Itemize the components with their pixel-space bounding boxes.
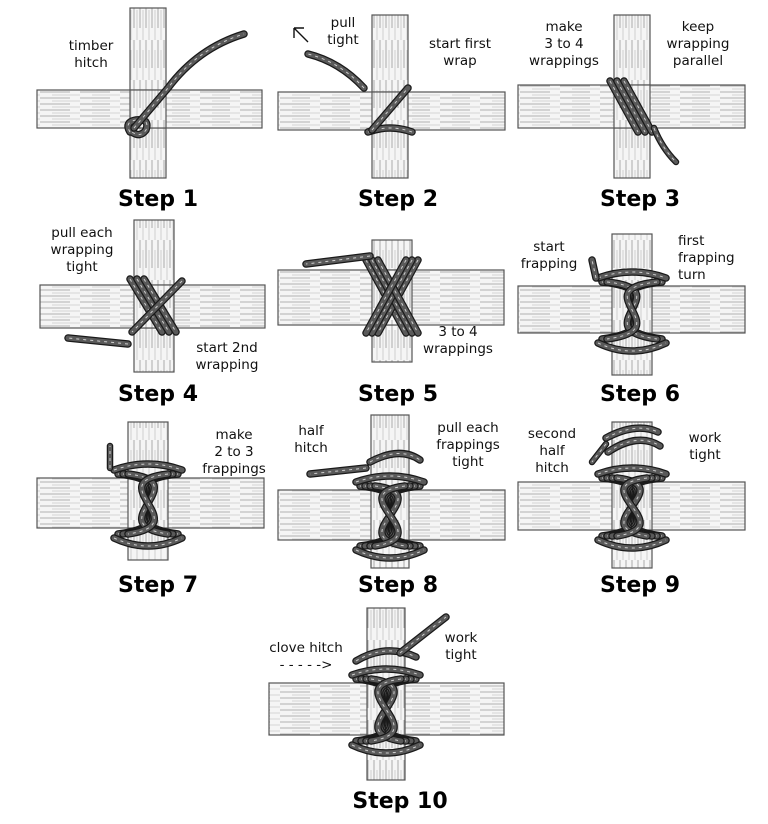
step-1-title: Step 1 — [118, 187, 198, 212]
rope-frap-b1-twist — [606, 281, 658, 340]
step-8-title: Step 8 — [358, 573, 438, 598]
rope-frap-b3 — [372, 483, 408, 549]
rope-start-end-twist — [591, 259, 597, 279]
rope-wrap-2-twist — [623, 80, 653, 133]
step-8-label-half-hitch: half hitch — [294, 423, 328, 456]
rope-wrap-1-twist — [616, 80, 646, 133]
rope-running-end-twist — [399, 616, 447, 654]
step-3-label-make-wrappings: make 3 to 4 wrappings — [529, 19, 599, 69]
step-8-illustration — [277, 414, 506, 569]
rope-frap-b3-twist — [370, 678, 402, 742]
pull-arrow — [293, 27, 309, 43]
step-6-label-start-frapping: start frapping — [520, 239, 578, 272]
step-5-illustration — [277, 239, 505, 363]
rope-wrap-0-twist — [129, 278, 163, 333]
step-8-label-pull-frappings: pull each frappings tight — [436, 420, 500, 470]
step-3-illustration — [517, 14, 746, 179]
rope-tail-twist — [67, 337, 129, 345]
rope-wrap-b1 — [369, 257, 415, 336]
step-4-label-start-2nd: start 2nd wrapping — [195, 340, 259, 373]
step-6-illustration — [517, 233, 746, 376]
step-7-illustration — [36, 421, 265, 561]
step-10-title: Step 10 — [352, 789, 448, 814]
step-2-title: Step 2 — [358, 187, 438, 212]
rope-frap-b2-twist — [127, 473, 169, 535]
step-5-label-wrappings: 3 to 4 wrappings — [423, 324, 493, 357]
rope-bottom-turn-twist — [113, 537, 183, 547]
rope-wrap-b2 — [363, 257, 409, 336]
rope-half-hitch-twist — [369, 453, 421, 463]
step-7-label-make-frappings: make 2 to 3 frappings — [202, 427, 266, 477]
rope-pull-end — [305, 51, 367, 91]
rope-first-wrap-twist — [371, 87, 409, 131]
step-9-title: Step 9 — [600, 573, 680, 598]
rope-cross-twist — [131, 280, 183, 333]
step-9-illustration — [517, 421, 746, 569]
rope-tail-twist — [309, 467, 367, 475]
rope-tail-twist — [653, 127, 677, 163]
rope-tail — [303, 253, 373, 267]
rope-top-turn — [349, 666, 423, 678]
step-4-label-pull-each-tight: pull each wrapping tight — [50, 225, 114, 275]
step-6-title: Step 6 — [600, 382, 680, 407]
step-2-label-start-first-wrap: start first wrap — [428, 36, 492, 69]
rope-bottom-turn-twist — [355, 549, 425, 559]
step-2-illustration — [277, 14, 506, 179]
rope-half-hitch-2-twist — [605, 427, 659, 439]
rope-half-hitch-1-twist — [607, 439, 661, 453]
rope-clove-1-twist — [355, 650, 417, 662]
rope-top-turn — [353, 473, 427, 485]
step-2-label-pull-tight: pull tight — [327, 15, 359, 48]
step-9-label-second-half-hitch: second half hitch — [527, 426, 577, 476]
step-5-title: Step 5 — [358, 382, 438, 407]
step-1-illustration — [36, 7, 263, 179]
rope-top-turn — [595, 465, 669, 477]
rope-frap-b3 — [614, 475, 650, 539]
step-9-label-work-tight: work tight — [688, 430, 722, 463]
step-10-illustration — [268, 607, 505, 781]
step-10-label-clove-hitch: clove hitch - - - - -> — [269, 640, 343, 673]
rope-running-end — [131, 31, 247, 131]
rope-hitch-twist — [127, 119, 148, 136]
step-4-title: Step 4 — [118, 382, 198, 407]
rope-wrap-0-twist — [609, 80, 639, 133]
step-7-title: Step 7 — [118, 573, 198, 598]
rope-top-turn — [595, 269, 669, 281]
step-10-label-work-tight: work tight — [444, 630, 478, 663]
rope-bottom-turn-twist — [351, 744, 421, 754]
rope-wrap-a2 — [375, 257, 421, 336]
step-3-title: Step 3 — [600, 187, 680, 212]
step-3-label-keep-parallel: keep wrapping parallel — [666, 19, 730, 69]
rope-bottom-turn-twist — [597, 539, 667, 549]
rope-tail — [590, 442, 608, 464]
rope-top-turn — [111, 461, 185, 473]
step-1-label-timber-hitch: timber hitch — [68, 38, 114, 71]
step-6-label-first-frapping-turn: first frapping turn — [678, 233, 735, 283]
rope-bottom-turn-twist — [597, 342, 667, 352]
rope-base-wrap-twist — [367, 127, 413, 133]
step-4-illustration — [39, 219, 266, 373]
